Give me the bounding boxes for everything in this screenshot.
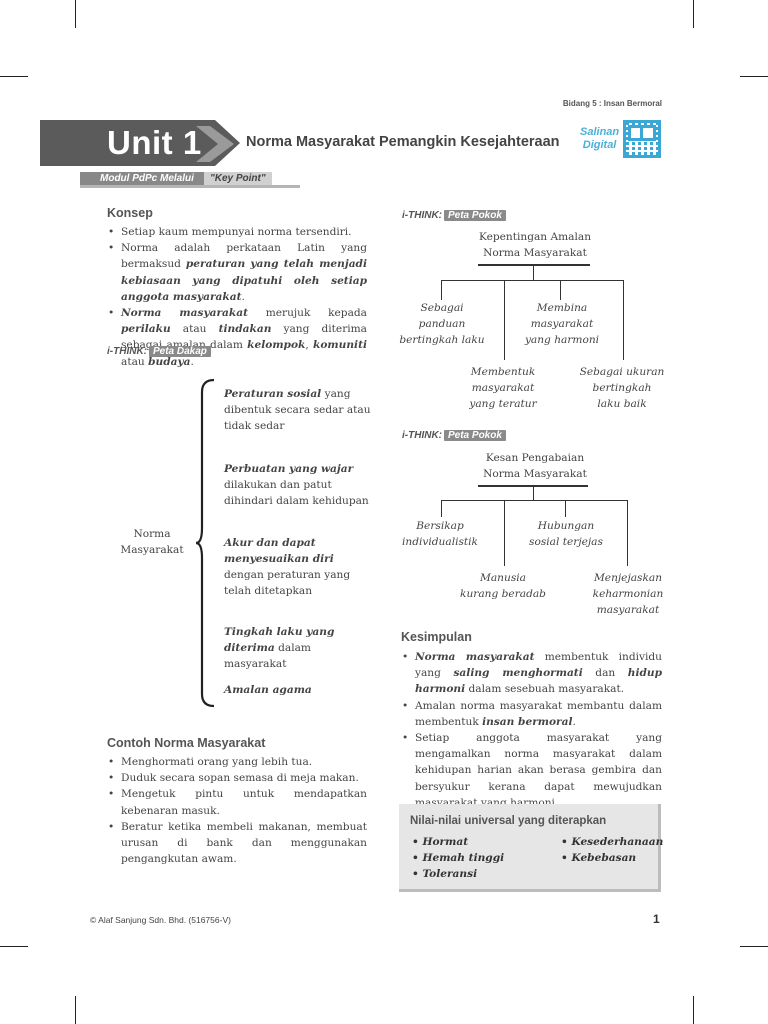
nilai-item: • Kesederhanaan — [561, 836, 664, 848]
dakap-item: Peraturan sosial yang dibentuk secara se… — [224, 388, 371, 432]
crop-mark — [693, 996, 694, 1024]
dakap-item: Amalan agama — [224, 684, 312, 696]
list-item: Mengetuk pintu untuk mendapatkan kebenar… — [107, 786, 367, 818]
pokok2-trunk — [533, 487, 534, 500]
pokok1-stem — [441, 280, 442, 300]
nilai-title: Nilai-nilai universal yang diterapkan — [410, 815, 607, 827]
nilai-item: • Hormat — [412, 836, 469, 848]
contoh-heading: Contoh Norma Masyarakat — [107, 736, 266, 750]
pokok1-stem — [623, 280, 624, 360]
list-item: Amalan norma masyarakat membantu dalam m… — [401, 698, 662, 730]
nilai-item: • Kebebasan — [561, 852, 637, 864]
nilai-item: • Hemah tinggi — [412, 852, 505, 864]
pokok2-stem — [627, 500, 628, 566]
pokok1-stem — [560, 280, 561, 300]
kesimpulan-list: Norma masyarakat membentuk individu yang… — [401, 649, 662, 811]
dakap-item: Akur dan dapat menyesuaikan diri dengan … — [224, 537, 351, 597]
crop-mark — [740, 946, 768, 947]
pokok1-root-underline — [478, 264, 590, 266]
konsep-list: Setiap kaum mempunyai norma tersendiri. … — [107, 224, 367, 370]
contoh-list: Menghormati orang yang lebih tua. Duduk … — [107, 754, 367, 867]
list-item: Duduk secara sopan semasa di meja makan. — [107, 770, 367, 786]
pokok2-stem — [504, 500, 505, 566]
ithink-peta-dakap-label: i-THINK:Peta Dakap — [107, 346, 211, 357]
modul-label: Modul PdPc Melalui — [100, 173, 194, 184]
pokok1-trunk — [533, 266, 534, 280]
modul-banner — [80, 172, 272, 186]
unit-title: Norma Masyarakat Pemangkin Kesejahteraan — [246, 134, 560, 150]
pokok1-root: Kepentingan Amalan Norma Masyarakat — [478, 231, 592, 259]
modul-underline — [80, 185, 300, 188]
dakap-item: Tingkah laku yang diterima dalam masyara… — [224, 626, 335, 670]
crop-mark — [0, 946, 28, 947]
ithink-peta-pokok-label: i-THINK:Peta Pokok — [402, 210, 506, 221]
pokok1-branch — [441, 280, 623, 281]
nilai-box — [399, 804, 661, 892]
brace-icon — [196, 378, 215, 708]
key-point-label: "Key Point" — [210, 173, 266, 184]
unit-label: Unit 1 — [107, 124, 202, 161]
kesimpulan-heading: Kesimpulan — [401, 630, 472, 644]
ithink-peta-pokok-label: i-THINK:Peta Pokok — [402, 430, 506, 441]
list-item: Setiap kaum mempunyai norma tersendiri. — [107, 224, 367, 240]
list-item: Setiap anggota masyarakat yang mengamalk… — [401, 730, 662, 811]
list-item: Norma masyarakat membentuk individu yang… — [401, 649, 662, 698]
list-item: Menghormati orang yang lebih tua. — [107, 754, 367, 770]
crop-mark — [693, 0, 694, 28]
dakap-item: Perbuatan yang wajar dilakukan dan patut… — [224, 463, 369, 507]
pokok2-stem — [441, 500, 442, 517]
pokok2-root-underline — [478, 485, 588, 487]
digital-copy-label: Salinan Digital — [580, 126, 620, 151]
running-head: Bidang 5 : Insan Bermoral — [562, 99, 662, 108]
page-number: 1 — [653, 912, 660, 926]
crop-mark — [0, 76, 28, 77]
crop-mark — [740, 76, 768, 77]
crop-mark — [75, 0, 76, 28]
list-item: Beratur ketika membeli makanan, membuat … — [107, 819, 367, 868]
pokok2-branch — [441, 500, 627, 501]
dakap-root: Norma Masyarakat — [120, 528, 184, 556]
list-item: Norma adalah perkataan Latin yang bermak… — [107, 240, 367, 305]
pokok2-stem — [565, 500, 566, 517]
list-item: Norma masyarakat merujuk kepada perilaku… — [107, 305, 367, 370]
nilai-item: • Toleransi — [412, 868, 478, 880]
qr-code-icon[interactable] — [623, 120, 661, 158]
crop-mark — [75, 996, 76, 1024]
pokok2-root: Kesan Pengabaian Norma Masyarakat — [483, 452, 587, 480]
pokok1-stem — [504, 280, 505, 360]
footer-copyright: © Alaf Sanjung Sdn. Bhd. (516756-V) — [90, 915, 231, 925]
konsep-heading: Konsep — [107, 206, 153, 220]
